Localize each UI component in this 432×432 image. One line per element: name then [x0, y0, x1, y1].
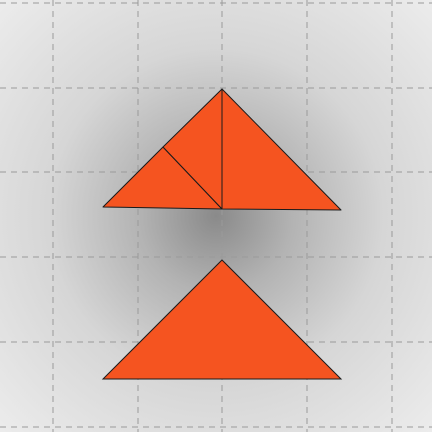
assembled-figure — [102, 88, 342, 211]
target-triangle — [101, 259, 343, 380]
target-silhouette — [101, 259, 343, 380]
large-triangle-piece[interactable] — [221, 88, 342, 211]
